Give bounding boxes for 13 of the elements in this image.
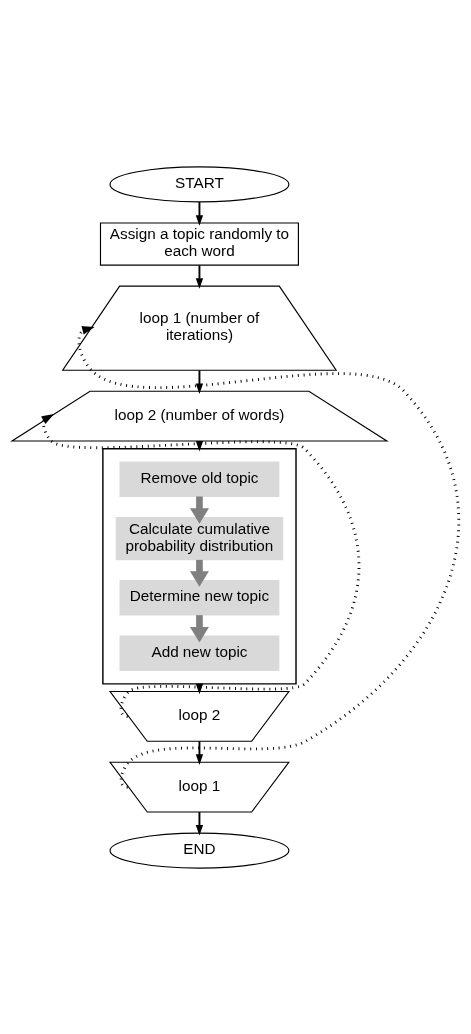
node-ellipse: START <box>109 165 290 202</box>
arrow <box>41 413 361 718</box>
node-ellipse: END <box>109 832 290 869</box>
node-box: Assign a topic randomly to each word <box>99 221 299 266</box>
arrow <box>195 368 204 394</box>
arrow <box>195 200 204 226</box>
node-box: Add new topic <box>119 635 280 671</box>
node-box: Calculate cumulative probability distribution <box>115 516 284 560</box>
arrow <box>77 325 461 788</box>
node-box: Remove old topic <box>119 460 280 497</box>
node-box: Determine new topic <box>119 579 280 616</box>
arrow <box>195 810 204 836</box>
arrow <box>195 263 204 289</box>
